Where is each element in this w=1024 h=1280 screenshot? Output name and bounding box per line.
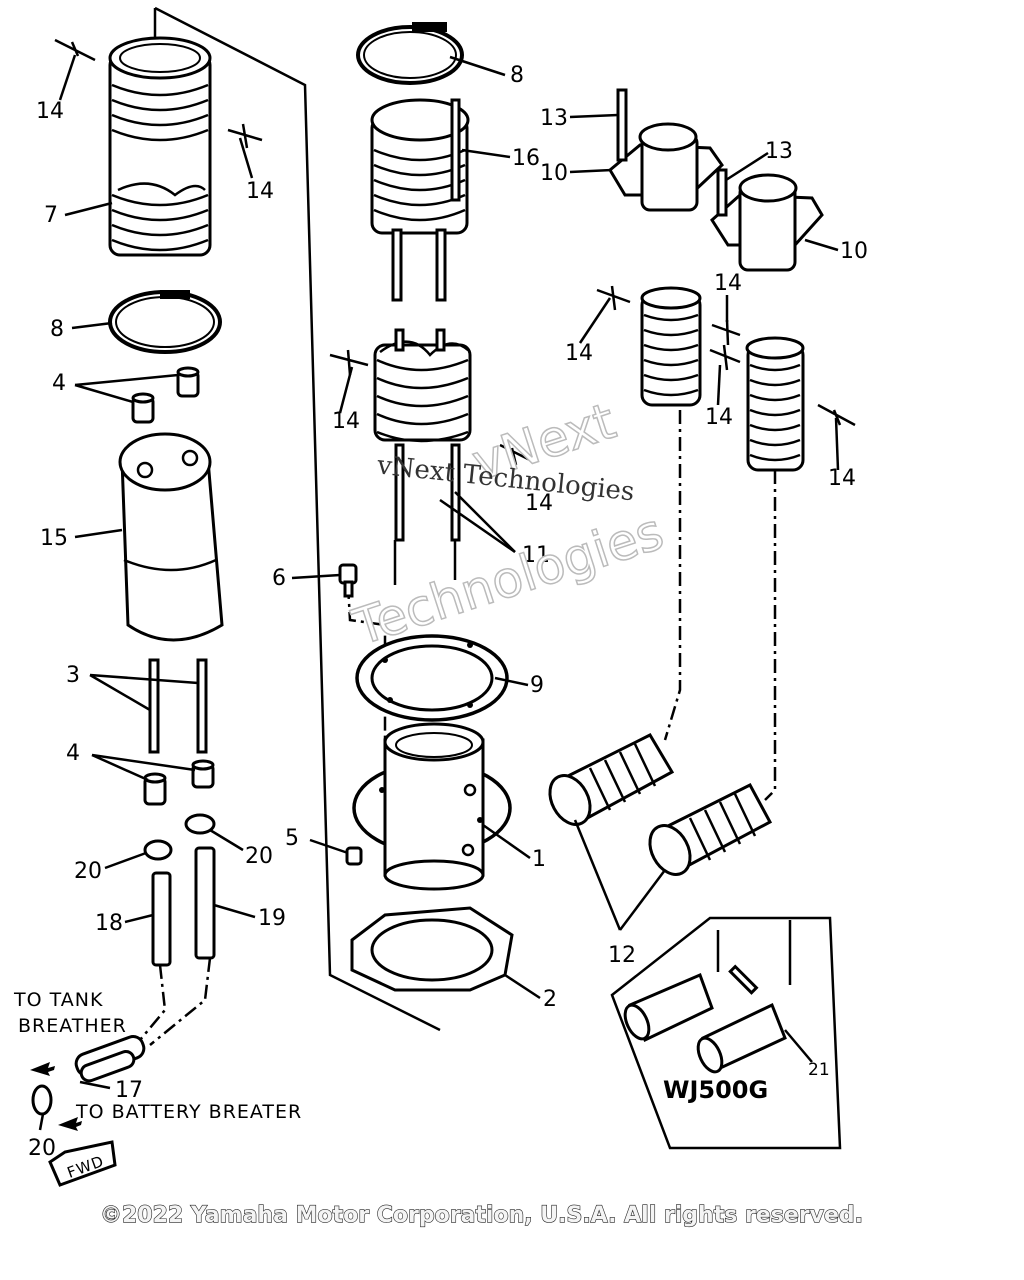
part-10-fitting-b — [710, 173, 824, 272]
part-12-boot-a — [548, 733, 675, 826]
part-2-gasket — [350, 906, 514, 992]
callout-21: 21 — [808, 1060, 830, 1080]
part-19-hose — [194, 846, 216, 960]
callout-10: 10 — [840, 239, 868, 264]
callout-13: 13 — [540, 106, 568, 131]
callout-3: 3 — [66, 663, 80, 688]
part-13-bolts — [616, 88, 728, 217]
callout-15: 15 — [40, 526, 68, 551]
callout-20: 20 — [74, 859, 102, 884]
callout-5: 7 — [44, 203, 58, 228]
callout-leaders — [38, 54, 840, 1131]
part-5-bellows — [108, 36, 212, 257]
part-14-clips — [54, 38, 856, 466]
callout-4: 4 — [66, 741, 80, 766]
part-4-sleeves-lower — [143, 759, 215, 806]
callout-12: 12 — [608, 943, 636, 968]
part-15-case — [118, 432, 224, 642]
note-tank-breather-line2: BREATHER — [18, 1015, 127, 1037]
note-battery-breather: TO BATTERY BREATER — [75, 1101, 302, 1123]
part-8-clamp-left — [108, 290, 222, 354]
callout-9: 9 — [530, 673, 544, 698]
part-20-clips — [31, 813, 216, 1116]
callout-8: 8 — [50, 317, 64, 342]
callout-10: 10 — [540, 161, 568, 186]
variant-model-label: WJ500G — [663, 1076, 768, 1104]
callout-11: 11 — [522, 543, 550, 568]
callout-14: 14 — [714, 271, 742, 296]
callout-20: 20 — [245, 844, 273, 869]
callout-14: 14 — [332, 409, 360, 434]
callout-1: 1 — [532, 847, 546, 872]
callout-16: 16 — [512, 146, 540, 171]
part-16-bellows — [370, 98, 470, 302]
part-6-plug — [345, 846, 363, 866]
part-3-rods — [148, 658, 208, 754]
variant-box: WJ500G — [610, 916, 842, 1150]
callout-8: 8 — [510, 63, 524, 88]
fwd-arrow: FWD — [48, 1140, 117, 1187]
part-8-clamp-top — [356, 22, 464, 85]
callout-18: 18 — [95, 911, 123, 936]
callout-4: 4 — [52, 371, 66, 396]
part-9-gasket — [355, 634, 509, 722]
callout-20: 20 — [28, 1136, 56, 1161]
callout-14: 14 — [525, 491, 553, 516]
part-18-hose — [151, 871, 172, 967]
callout-14: 14 — [565, 341, 593, 366]
callout-13: 13 — [765, 139, 793, 164]
part-7-bolt — [338, 563, 358, 598]
bellows-right-lower — [745, 336, 805, 472]
callout-14: 14 — [705, 405, 733, 430]
callout-14: 14 — [36, 99, 64, 124]
note-tank-breather-line1: TO TANK — [13, 989, 103, 1011]
callout-2: 2 — [543, 987, 557, 1012]
part-16-bellows-lower — [373, 328, 472, 443]
bellows-right-upper — [640, 286, 702, 407]
copyright-notice: ©2022 Yamaha Motor Corporation, U.S.A. A… — [100, 1203, 863, 1228]
breather-notes: TO TANK BREATHER TO BATTERY BREATER — [13, 989, 302, 1131]
callout-7: 6 — [272, 566, 286, 591]
callout-numbers: 14 14 7 8 4 15 3 4 20 20 18 19 17 20 8 1… — [28, 63, 868, 1161]
part-1-base — [352, 722, 512, 891]
callout-14: 14 — [246, 179, 274, 204]
callout-19: 19 — [258, 906, 286, 931]
part-4-sleeves-upper — [131, 366, 200, 424]
callout-14: 14 — [828, 466, 856, 491]
part-12-boot-b — [648, 783, 773, 876]
part-17-joint — [74, 1035, 146, 1083]
callout-6: 5 — [285, 826, 299, 851]
part-10-fitting-a — [608, 122, 724, 212]
callout-17: 17 — [115, 1078, 143, 1103]
